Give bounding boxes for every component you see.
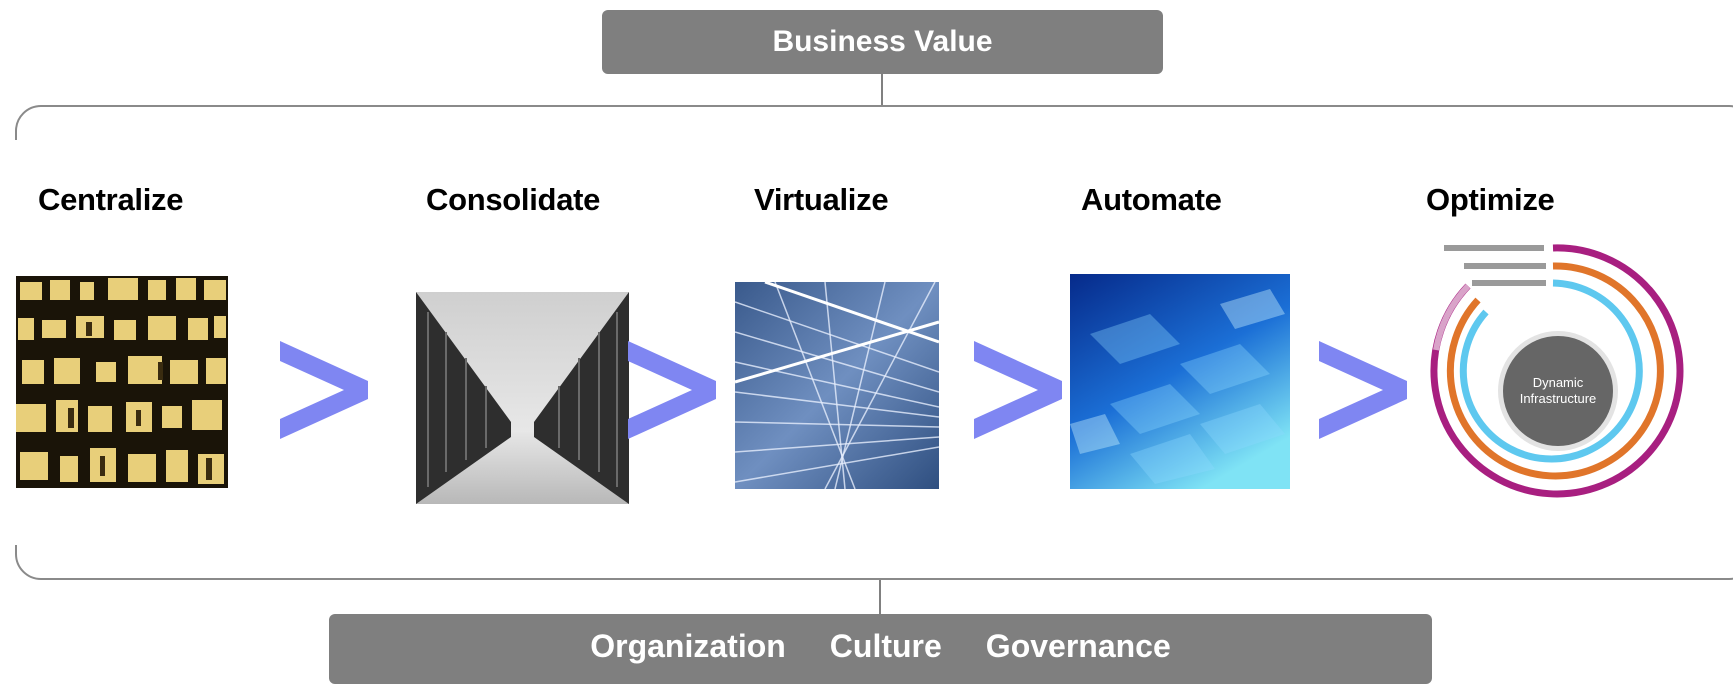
business-value-box: Business Value	[602, 10, 1163, 74]
business-value-label: Business Value	[772, 25, 993, 58]
ring-center-line1: Dynamic	[1533, 375, 1584, 390]
foundation-box: Organization Culture Governance	[329, 614, 1432, 684]
arrow-icon	[1315, 335, 1411, 445]
dynamic-infrastructure-rings-image: Dynamic Infrastructure	[1428, 240, 1688, 515]
bottom-connector	[879, 580, 881, 614]
data-center-corridor-image	[416, 292, 629, 504]
step-title-automate: Automate	[1081, 182, 1222, 217]
step-title-consolidate: Consolidate	[426, 182, 601, 217]
office-building-windows-image	[16, 276, 228, 488]
footer-item-organization: Organization	[590, 628, 786, 664]
blue-network-grid-image	[735, 282, 939, 489]
footer-item-culture: Culture	[829, 628, 942, 664]
arrow-icon	[624, 335, 720, 445]
step-title-centralize: Centralize	[38, 182, 184, 217]
blue-abstract-tiles-image	[1070, 274, 1290, 489]
ring-center-line2: Infrastructure	[1520, 391, 1597, 406]
footer-item-governance: Governance	[985, 628, 1171, 664]
arrow-icon	[276, 335, 372, 445]
top-connector	[881, 74, 883, 106]
step-title-virtualize: Virtualize	[754, 182, 889, 217]
arrow-icon	[970, 335, 1066, 445]
step-title-optimize: Optimize	[1426, 182, 1555, 217]
